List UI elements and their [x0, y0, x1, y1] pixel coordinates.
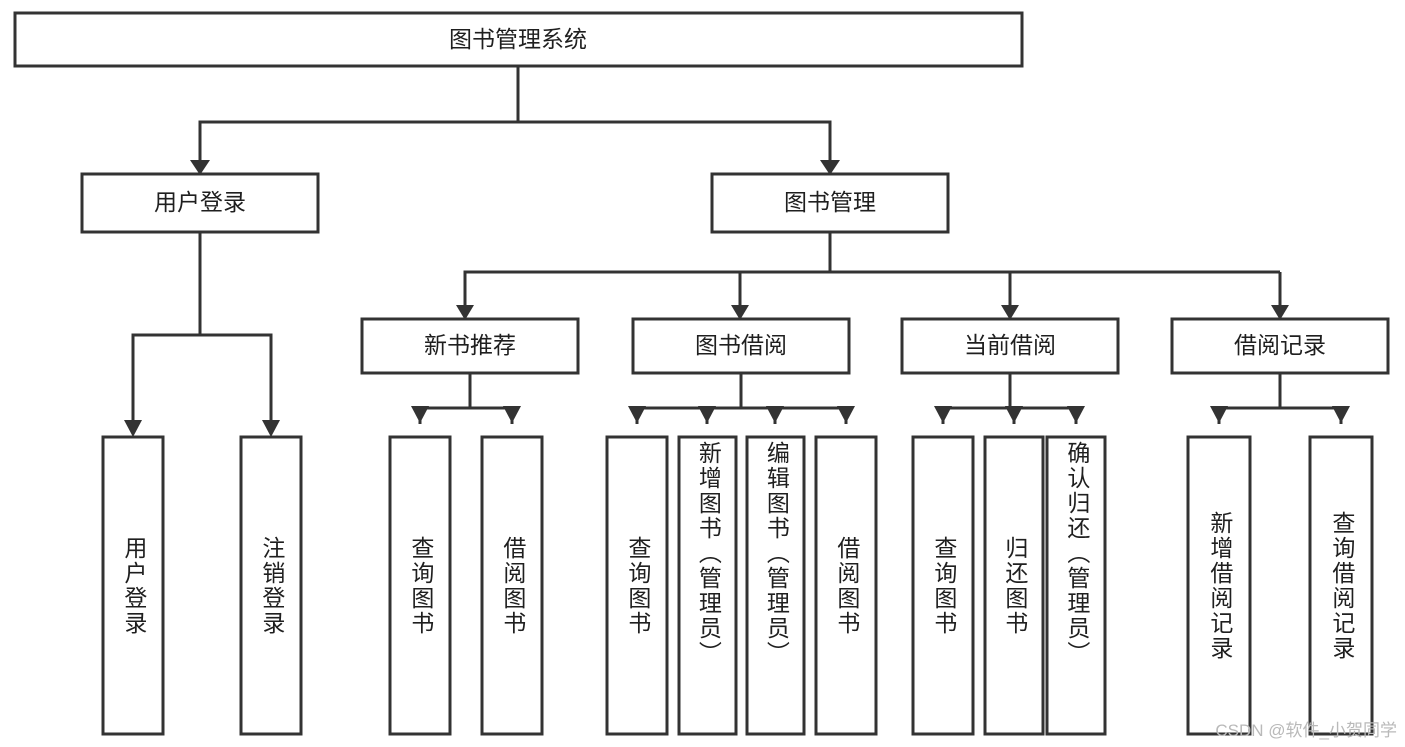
- connector-borrowrecord-to-leaves: [1210, 373, 1350, 424]
- leaf-rect-query-record: [1308, 435, 1374, 736]
- node-current-borrow[interactable]: 当前借阅: [900, 317, 1120, 375]
- leaf-rect-borrow-book-2: [814, 435, 878, 736]
- leaf-rect-add-book: [677, 435, 738, 736]
- connector-userlogin-to-leaves: [124, 232, 280, 437]
- node-user-login[interactable]: 用户登录: [80, 172, 320, 234]
- node-book-borrow[interactable]: 图书借阅: [631, 317, 851, 375]
- connector-bookmgmt-to-level2: [456, 232, 1289, 320]
- connector-bookborrow-to-leaves: [628, 373, 855, 424]
- node-current-borrow-label: 当前借阅: [964, 332, 1056, 358]
- node-book-management[interactable]: 图书管理: [710, 172, 950, 234]
- leaf-rect-query-book-1: [388, 435, 452, 736]
- leaf-rect-logout-login: [239, 435, 303, 736]
- node-borrow-record[interactable]: 借阅记录: [1170, 317, 1390, 375]
- csdn-watermark: CSDN @软件_小贺同学: [1215, 721, 1397, 740]
- connector-newbook-to-leaves: [411, 373, 521, 424]
- leaf-rect-query-book-2: [605, 435, 669, 736]
- node-new-book-recommend-label: 新书推荐: [424, 332, 516, 358]
- node-borrow-record-label: 借阅记录: [1234, 332, 1326, 358]
- leaf-rect-borrow-book-1: [480, 435, 544, 736]
- leaf-rect-user-login: [101, 435, 165, 736]
- leaf-rect-add-record: [1186, 435, 1252, 736]
- connector-root-to-level1: [190, 66, 840, 175]
- leaf-rects: [101, 435, 1374, 736]
- node-book-borrow-label: 图书借阅: [695, 332, 787, 358]
- node-new-book-recommend[interactable]: 新书推荐: [360, 317, 580, 375]
- node-root[interactable]: 图书管理系统: [13, 11, 1024, 68]
- leaf-rect-edit-book: [745, 435, 806, 736]
- node-book-management-label: 图书管理: [784, 189, 876, 215]
- leaf-rect-query-book-3: [911, 435, 975, 736]
- node-root-label: 图书管理系统: [449, 26, 587, 52]
- node-user-login-label: 用户登录: [154, 189, 246, 215]
- leaf-rect-confirm-return: [1045, 435, 1107, 736]
- leaf-rect-return-book: [983, 435, 1045, 736]
- connector-currentborrow-to-leaves: [934, 373, 1085, 424]
